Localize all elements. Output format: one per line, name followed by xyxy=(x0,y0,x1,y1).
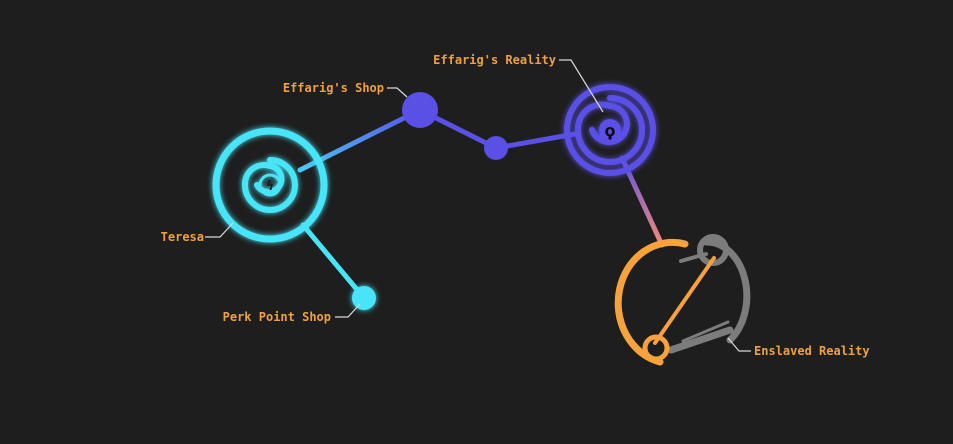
perk-point-shop-node[interactable] xyxy=(352,286,376,310)
effarigs-shop-leader xyxy=(387,87,408,98)
enslaved-reality-node[interactable] xyxy=(614,234,751,366)
effarig-reality-label: Effarig's Reality xyxy=(433,53,556,67)
effarig-to-enslaved-connector xyxy=(619,155,665,248)
effarig-spiral xyxy=(574,95,645,165)
enslaved-reality-label: Enslaved Reality xyxy=(754,344,870,358)
effarig-glyph: ϙ xyxy=(605,121,616,140)
teresa-leader xyxy=(205,222,234,238)
perk-shop-leader xyxy=(335,303,361,318)
teresa-label: Teresa xyxy=(161,230,204,244)
mid-node-to-effarig-reality-connector xyxy=(493,131,578,151)
leader-lines xyxy=(205,59,751,352)
effarigs-shop-node[interactable] xyxy=(402,92,438,128)
effarig-reality-node[interactable]: ϙ xyxy=(564,84,656,176)
effarig-mid-node[interactable] xyxy=(484,136,508,160)
teresa-to-perk-shop-connector xyxy=(300,222,367,301)
perk-point-shop-label: Perk Point Shop xyxy=(223,310,331,324)
enslaved-reality-leader xyxy=(727,337,751,352)
effarigs-shop-label: Effarig's Shop xyxy=(283,81,384,95)
effarig-reality-leader xyxy=(559,59,604,113)
teresa-glyph: ϟ xyxy=(266,179,275,194)
teresa-node[interactable]: ϟ xyxy=(212,127,328,243)
